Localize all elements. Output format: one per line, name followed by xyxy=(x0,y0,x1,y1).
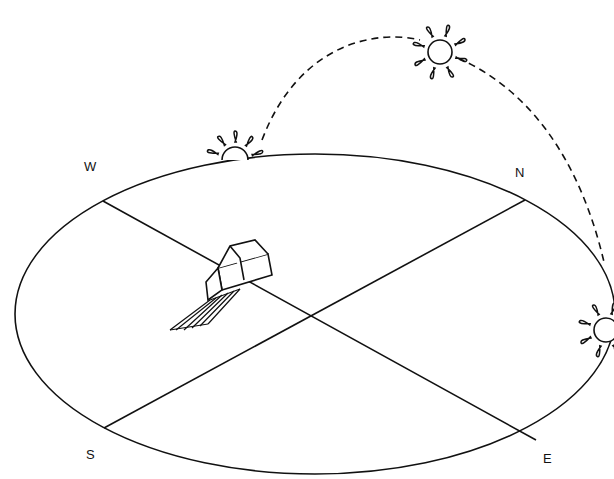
sun-path xyxy=(262,37,420,140)
compass-label: N xyxy=(515,166,524,179)
west-east-line xyxy=(103,201,536,440)
horizon-ellipse xyxy=(15,154,614,474)
north-south-line xyxy=(104,200,525,428)
sun-path xyxy=(458,58,604,262)
sun xyxy=(207,131,262,160)
sun xyxy=(579,303,614,357)
compass-label: S xyxy=(86,448,95,461)
field-furrows xyxy=(170,289,240,330)
compass-label: E xyxy=(543,452,552,465)
sun xyxy=(413,25,467,79)
house xyxy=(206,240,272,300)
suns xyxy=(207,25,614,357)
compass-label: W xyxy=(84,160,96,173)
